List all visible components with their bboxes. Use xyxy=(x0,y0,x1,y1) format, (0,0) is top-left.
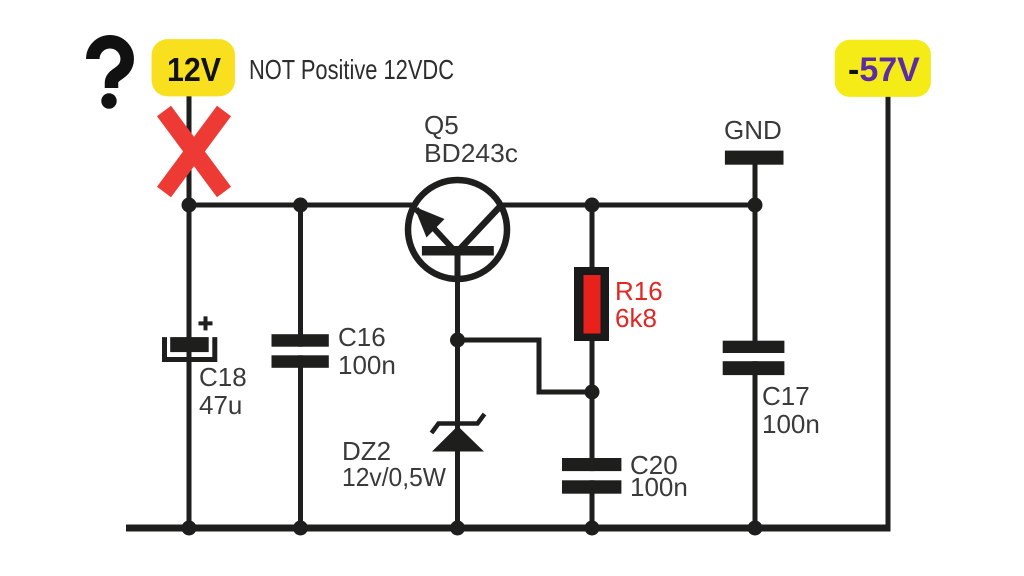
svg-text:C20: C20 xyxy=(630,450,678,480)
svg-text:100n: 100n xyxy=(762,409,820,439)
svg-text:DZ2: DZ2 xyxy=(342,436,391,466)
svg-text:47u: 47u xyxy=(199,390,242,420)
svg-text:BD243c: BD243c xyxy=(424,138,518,168)
svg-text:GND: GND xyxy=(724,115,782,145)
svg-text:100n: 100n xyxy=(338,350,396,380)
svg-text:C18: C18 xyxy=(199,362,247,392)
svg-text:NOT Positive 12VDC: NOT Positive 12VDC xyxy=(249,54,454,85)
svg-text:C16: C16 xyxy=(338,322,386,352)
svg-text:R16: R16 xyxy=(615,276,663,306)
svg-text:Q5: Q5 xyxy=(424,110,459,140)
svg-text:-57V: -57V xyxy=(848,51,920,89)
svg-text:12v/0,5W: 12v/0,5W xyxy=(342,462,446,492)
svg-text:12V: 12V xyxy=(167,51,221,88)
svg-text:C17: C17 xyxy=(762,381,810,411)
svg-text:100n: 100n xyxy=(630,472,688,502)
svg-text:6k8: 6k8 xyxy=(615,303,657,333)
